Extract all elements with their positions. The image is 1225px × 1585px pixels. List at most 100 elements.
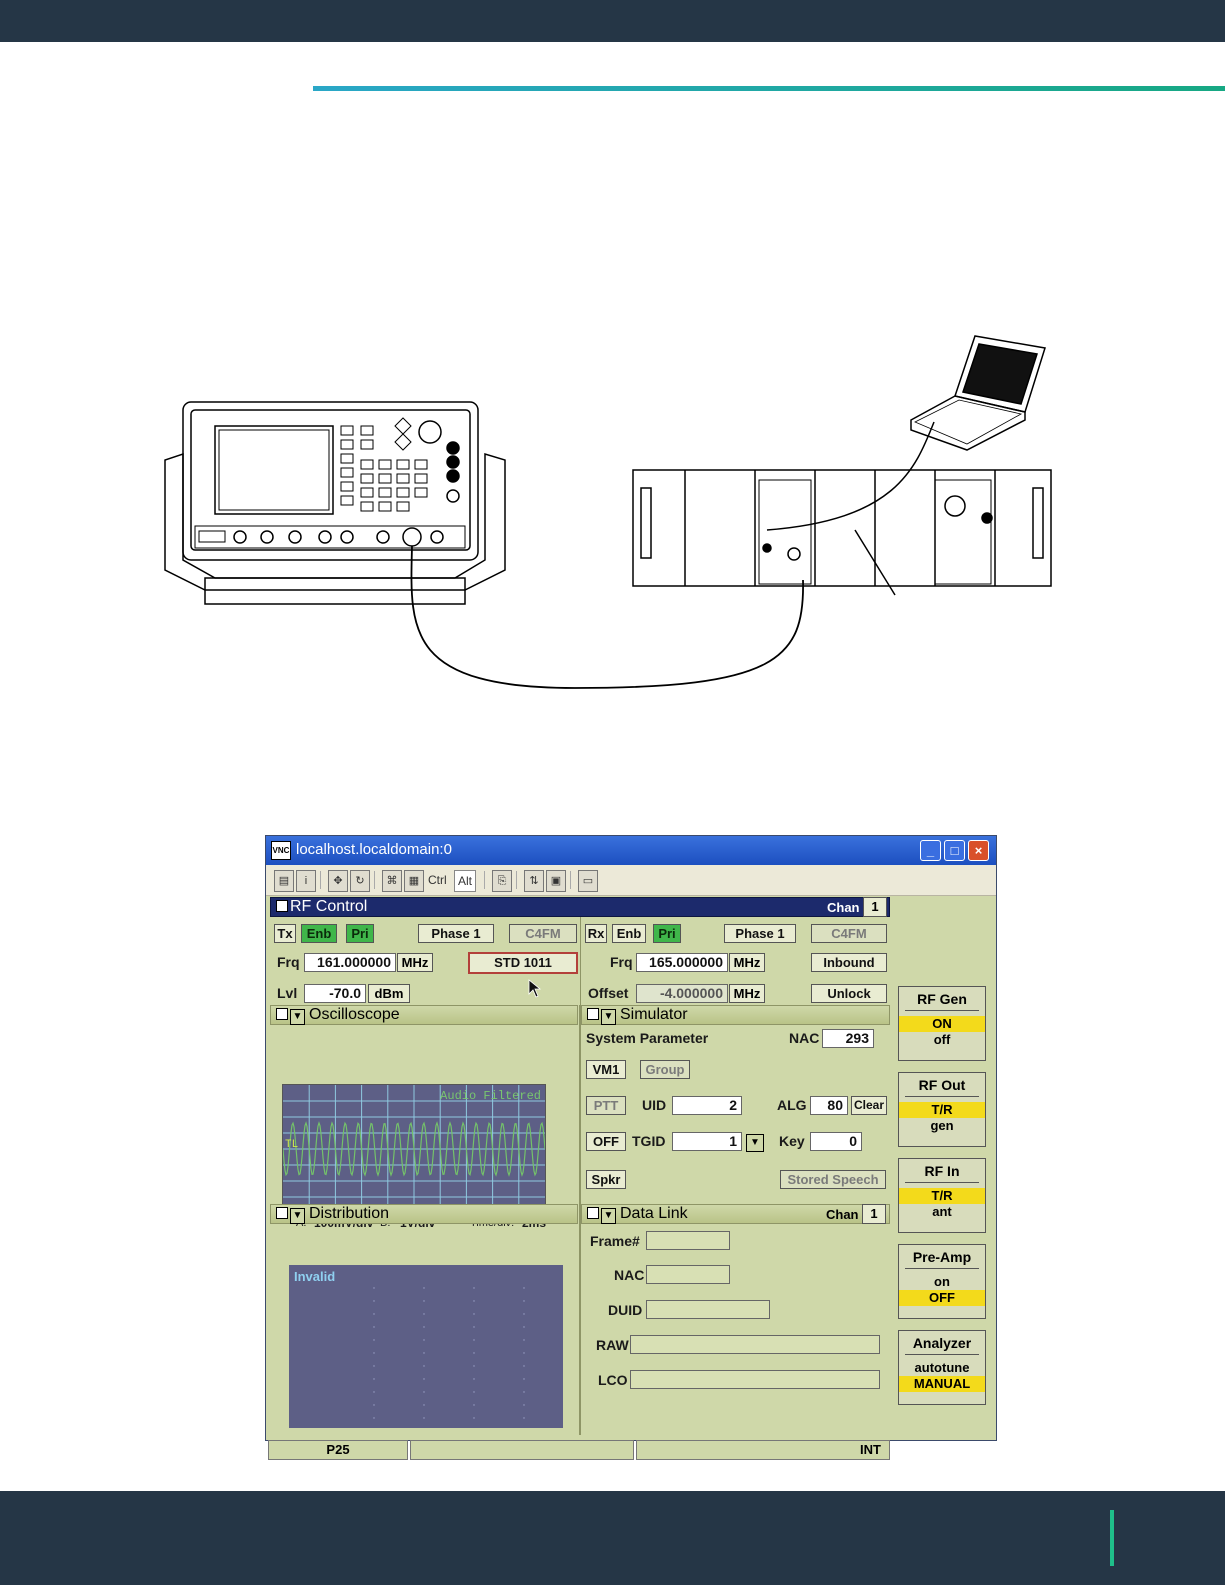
ctrl-key-button[interactable]: Ctrl [428, 873, 447, 887]
tx-primary-button[interactable]: Pri [346, 924, 374, 943]
keyboard-icon[interactable]: ▦ [404, 870, 424, 892]
refresh-icon[interactable]: ↻ [350, 870, 370, 892]
frame-field[interactable] [646, 1231, 730, 1250]
accent-rule [313, 86, 1225, 91]
rf-in-toggle[interactable]: RF In T/R ant [898, 1158, 986, 1233]
tx-level-unit[interactable]: dBm [368, 984, 410, 1003]
rf-control-header: RF Control Chan 1 [270, 897, 890, 917]
rx-primary-button[interactable]: Pri [653, 924, 681, 943]
simulator-title: Simulator [620, 1006, 688, 1023]
rx-frq-label: Frq [610, 954, 633, 970]
rf-gen-option-off: off [899, 1032, 985, 1048]
collapse-icon[interactable] [276, 1008, 288, 1020]
dl-chan-value[interactable]: 1 [862, 1204, 886, 1224]
setup-diagram [164, 335, 1052, 689]
tx-phase-button[interactable]: Phase 1 [418, 924, 494, 943]
dropdown-arrow-icon[interactable]: ▼ [290, 1208, 305, 1224]
rx-offset-field[interactable]: -4.000000 [636, 984, 728, 1003]
page-header-bar [0, 0, 1225, 42]
rf-chan-value[interactable]: 1 [863, 897, 887, 917]
info-icon[interactable]: i [296, 870, 316, 892]
distribution-title: Distribution [309, 1205, 390, 1222]
fullscreen-icon[interactable]: ✥ [328, 870, 348, 892]
raw-field[interactable] [630, 1335, 880, 1354]
dropdown-arrow-icon[interactable]: ▼ [601, 1009, 616, 1025]
rf-out-option-gen: gen [899, 1118, 985, 1134]
group-button[interactable]: Group [640, 1060, 690, 1079]
dropdown-arrow-icon[interactable]: ▼ [290, 1009, 305, 1025]
rx-frequency-unit[interactable]: MHz [729, 953, 765, 972]
rx-offset-label: Offset [588, 985, 629, 1001]
window-icon[interactable]: ▭ [578, 870, 598, 892]
tx-frequency-unit[interactable]: MHz [397, 953, 433, 972]
dl-nac-field[interactable] [646, 1265, 730, 1284]
lco-label: LCO [598, 1372, 628, 1388]
window-titlebar: VNC localhost.localdomain:0 _ □ × [266, 836, 996, 865]
status-bar: P25 INT [268, 1440, 994, 1460]
rx-enable-button[interactable]: Enb [612, 924, 646, 943]
rf-in-option-ant: ant [899, 1204, 985, 1220]
sim-off-button[interactable]: OFF [586, 1132, 626, 1151]
alg-clear-button[interactable]: Clear [851, 1096, 887, 1115]
minimize-button[interactable]: _ [920, 840, 941, 861]
clipboard-icon[interactable]: ⎘ [492, 870, 512, 892]
tgid-field[interactable]: 1 [672, 1132, 742, 1151]
alg-field[interactable]: 80 [810, 1096, 848, 1115]
rf-out-title: RF Out [905, 1073, 979, 1097]
speaker-button[interactable]: Spkr [586, 1170, 626, 1189]
test-set-instrument [164, 401, 506, 605]
rf-out-toggle[interactable]: RF Out T/R gen [898, 1072, 986, 1147]
dropdown-arrow-icon[interactable]: ▼ [601, 1208, 616, 1224]
oscilloscope-trace [282, 1085, 546, 1213]
uid-label: UID [642, 1097, 667, 1113]
rf-chan-label: Chan [827, 900, 860, 915]
rf-panel: RF Control Chan 1 Tx Enb Pri Phase 1 C4F… [268, 897, 994, 1460]
maximize-button[interactable]: □ [944, 840, 965, 861]
collapse-icon[interactable] [587, 1207, 599, 1219]
rx-offset-unit[interactable]: MHz [729, 984, 765, 1003]
rx-modulation-button[interactable]: C4FM [811, 924, 887, 943]
rf-in-title: RF In [905, 1159, 979, 1183]
alg-label: ALG [777, 1097, 807, 1113]
collapse-icon[interactable] [587, 1008, 599, 1020]
pre-amp-option-on: on [899, 1274, 985, 1290]
rf-gen-toggle[interactable]: RF Gen ON off [898, 986, 986, 1061]
ptt-button[interactable]: PTT [586, 1096, 626, 1115]
vm1-button[interactable]: VM1 [586, 1060, 626, 1079]
key-field[interactable]: 0 [810, 1132, 862, 1151]
uid-field[interactable]: 2 [672, 1096, 742, 1115]
options-icon[interactable]: ▤ [274, 870, 294, 892]
tx-enable-button[interactable]: Enb [301, 924, 337, 943]
dl-nac-label: NAC [614, 1267, 645, 1283]
tgid-label: TGID [632, 1133, 666, 1149]
rx-frequency-field[interactable]: 165.000000 [636, 953, 728, 972]
sim-nac-field[interactable]: 293 [822, 1029, 874, 1048]
analyzer-toggle[interactable]: Analyzer autotune MANUAL [898, 1330, 986, 1405]
tx-frequency-field[interactable]: 161.000000 [304, 953, 396, 972]
transfer-icon[interactable]: ⇅ [524, 870, 544, 892]
save-icon[interactable]: ▣ [546, 870, 566, 892]
ctrl-alt-del-icon[interactable]: ⌘ [382, 870, 402, 892]
rx-phase-button[interactable]: Phase 1 [724, 924, 796, 943]
collapse-icon[interactable] [276, 900, 288, 912]
pre-amp-toggle[interactable]: Pre-Amp on OFF [898, 1244, 986, 1319]
tgid-dropdown-icon[interactable]: ▼ [746, 1134, 764, 1152]
mouse-cursor-icon [528, 979, 542, 998]
rf-in-option-tr: T/R [899, 1188, 985, 1204]
alt-key-button[interactable]: Alt [454, 870, 477, 892]
oscilloscope-title: Oscilloscope [309, 1006, 400, 1023]
duid-field[interactable] [646, 1300, 770, 1319]
close-button[interactable]: × [968, 840, 989, 861]
vnc-toolbar: ▤ i ✥ ↻ ⌘ ▦ Ctrl Alt ⎘ ⇅ ▣ ▭ [266, 865, 996, 896]
rf-control-title: RF Control [290, 898, 368, 915]
rx-direction-button[interactable]: Inbound [811, 953, 887, 972]
stored-speech-button[interactable]: Stored Speech [780, 1170, 886, 1189]
distribution-grid [373, 1287, 525, 1419]
rx-lock-button[interactable]: Unlock [811, 984, 887, 1003]
collapse-icon[interactable] [276, 1207, 288, 1219]
tx-level-field[interactable]: -70.0 [304, 984, 366, 1003]
std-button[interactable]: STD 1011 [468, 952, 578, 974]
lco-field[interactable] [630, 1370, 880, 1389]
tx-modulation-button[interactable]: C4FM [509, 924, 577, 943]
oscilloscope-header: ▼Oscilloscope [270, 1005, 578, 1025]
